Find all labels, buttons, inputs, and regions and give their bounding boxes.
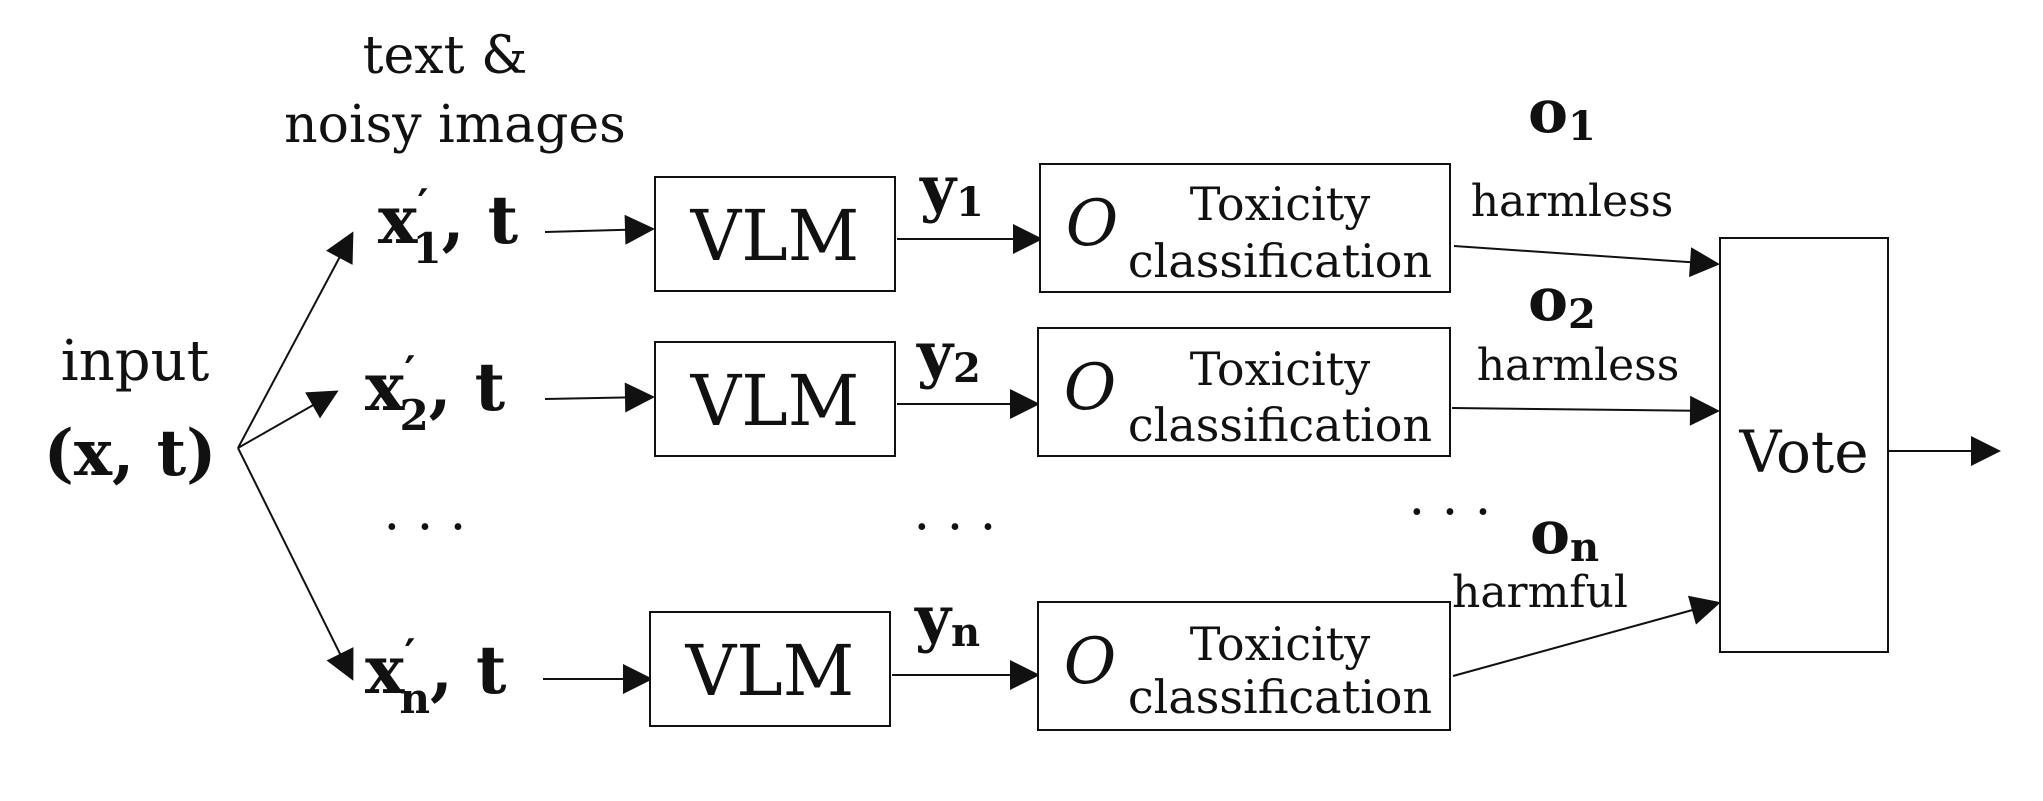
verdict-2: harmless xyxy=(1477,340,1680,391)
x-prime-1: x′1, t xyxy=(378,180,519,273)
branch-arrow-2 xyxy=(237,390,339,449)
branch-arrow-1 xyxy=(237,231,354,449)
classifier-box-1 xyxy=(1039,163,1451,293)
row-1: x′1, t VLM y1 O Toxicity classification … xyxy=(378,77,1720,293)
classifier-line1-2: Toxicity xyxy=(1190,342,1370,396)
classifier-line1-1: Toxicity xyxy=(1190,177,1370,231)
vlm-box-2 xyxy=(654,341,896,457)
oracle-symbol-n: O xyxy=(1064,625,1116,699)
y-label-n: yn xyxy=(914,582,980,656)
classifier-box-2 xyxy=(1037,327,1451,457)
classifier-box-n xyxy=(1037,601,1451,731)
arrow-to-vote-1 xyxy=(1453,245,1720,278)
o-label-1: o1 xyxy=(1528,77,1596,150)
vote-box xyxy=(1719,237,1889,653)
classifier-line2-2: classification xyxy=(1128,398,1432,452)
input-label: input xyxy=(61,329,210,394)
arrow-to-vlm-1 xyxy=(544,214,655,245)
row-2: x′2, t VLM y2 O Toxicity classification … xyxy=(365,265,1720,457)
row-n: x′n, t VLM yn O Toxicity classification … xyxy=(365,498,1721,731)
vote-label: Vote xyxy=(1738,418,1868,486)
classifier-line1-n: Toxicity xyxy=(1190,617,1370,671)
o-label-2: o2 xyxy=(1528,265,1596,338)
ellipsis-classifier: · · · xyxy=(1409,483,1492,543)
arrow-to-vote-n xyxy=(1452,595,1721,677)
header-line-1: text & xyxy=(363,26,528,86)
vlm-box-1 xyxy=(654,176,896,292)
oracle-symbol-1: O xyxy=(1066,187,1118,261)
arrow-to-vote-2 xyxy=(1451,395,1720,426)
ellipsis-inputs: · · · xyxy=(384,498,467,558)
vlm-label-n: VLM xyxy=(685,630,855,712)
arrow-to-vlm-2 xyxy=(544,382,655,413)
x-prime-n: x′n, t xyxy=(365,630,507,723)
header-line-2: noisy images xyxy=(284,95,626,155)
vlm-label-2: VLM xyxy=(690,360,860,442)
verdict-n: harmful xyxy=(1452,567,1628,618)
x-prime-2: x′2, t xyxy=(365,347,506,440)
y-label-1: y1 xyxy=(919,152,984,226)
vlm-label-1: VLM xyxy=(690,195,860,277)
oracle-symbol-2: O xyxy=(1064,351,1116,425)
input-pair: (x, t) xyxy=(44,416,217,491)
classifier-line2-1: classification xyxy=(1128,234,1432,288)
vlm-box-n xyxy=(649,611,891,727)
ellipsis-outputs: · · · xyxy=(914,498,997,558)
classifier-line2-n: classification xyxy=(1128,670,1432,724)
y-label-2: y2 xyxy=(916,318,981,392)
branch-arrow-n xyxy=(237,447,354,681)
verdict-1: harmless xyxy=(1471,176,1674,227)
o-label-n: on xyxy=(1530,498,1599,571)
